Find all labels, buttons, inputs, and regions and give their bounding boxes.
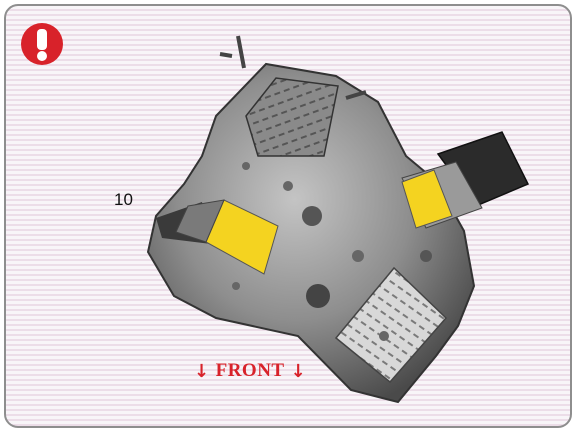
instruction-panel: 10 ↓ FRONT ↓ [4,4,572,428]
front-label: FRONT [216,360,285,382]
step-number: 10 [114,190,133,210]
alert-icon [20,22,64,66]
down-arrow-icon: ↓ [291,361,307,382]
front-indicator: ↓ FRONT ↓ [194,360,306,382]
down-arrow-icon: ↓ [194,361,210,382]
